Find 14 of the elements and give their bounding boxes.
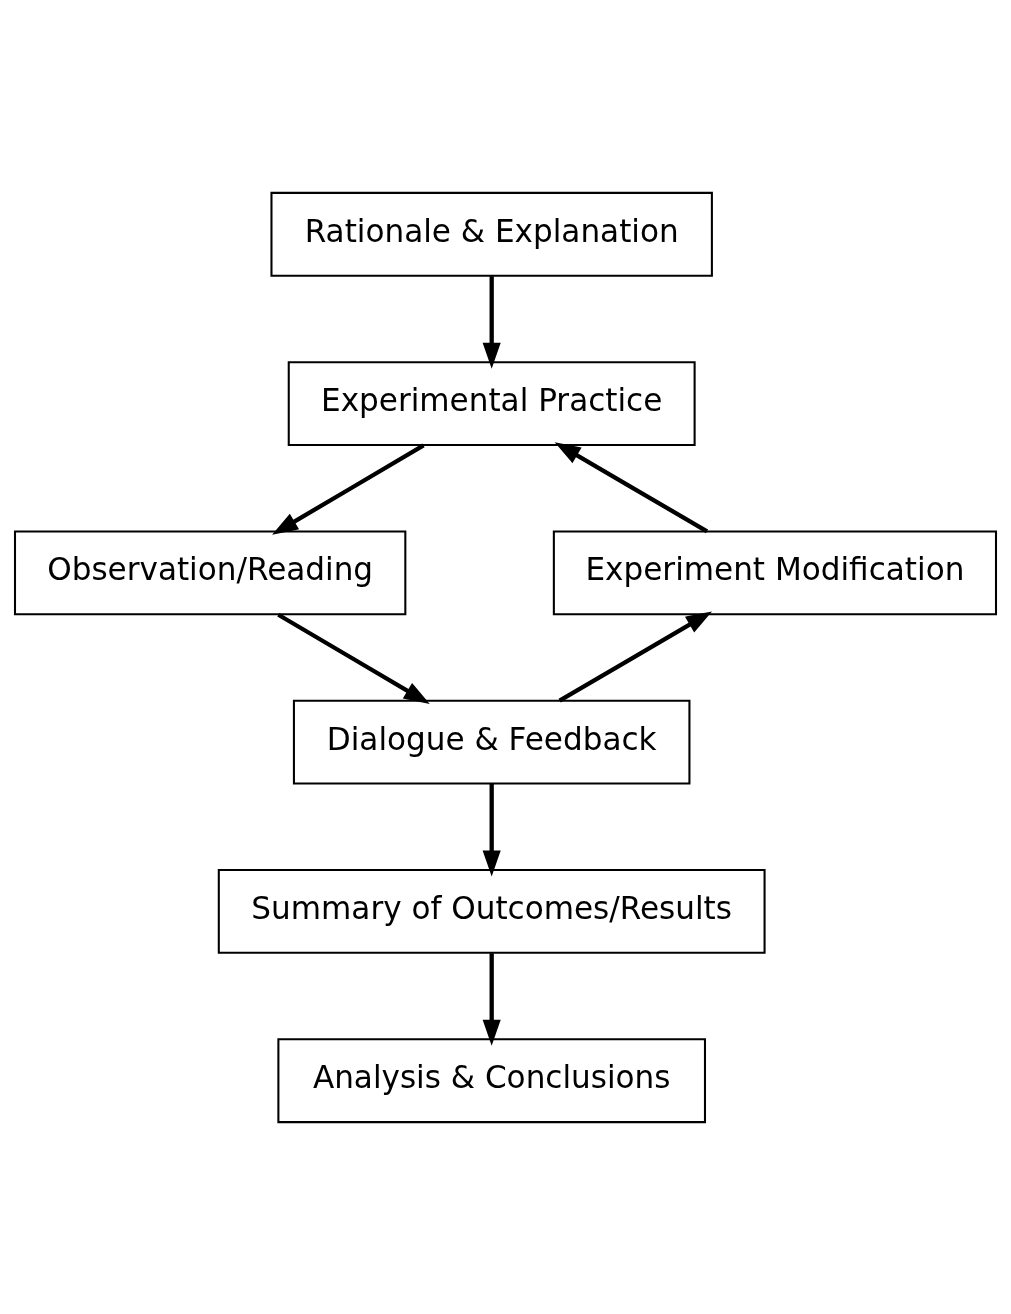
node-box: Rationale & Explanation xyxy=(270,191,713,277)
node-box: Analysis & Conclusions xyxy=(277,1037,706,1123)
node-box: Dialogue & Feedback xyxy=(292,699,691,785)
arrow xyxy=(272,443,425,535)
arrow xyxy=(277,612,430,704)
arrow xyxy=(554,441,709,533)
node-box: Observation/Reading xyxy=(13,529,407,615)
arrow xyxy=(482,275,501,369)
arrow xyxy=(482,783,501,876)
node-box: Summary of Outcomes/Results xyxy=(217,868,766,954)
node-box: Experiment Modification xyxy=(552,529,998,615)
arrow xyxy=(482,952,501,1046)
node-box: Experimental Practice xyxy=(287,360,696,446)
arrow xyxy=(558,610,712,702)
